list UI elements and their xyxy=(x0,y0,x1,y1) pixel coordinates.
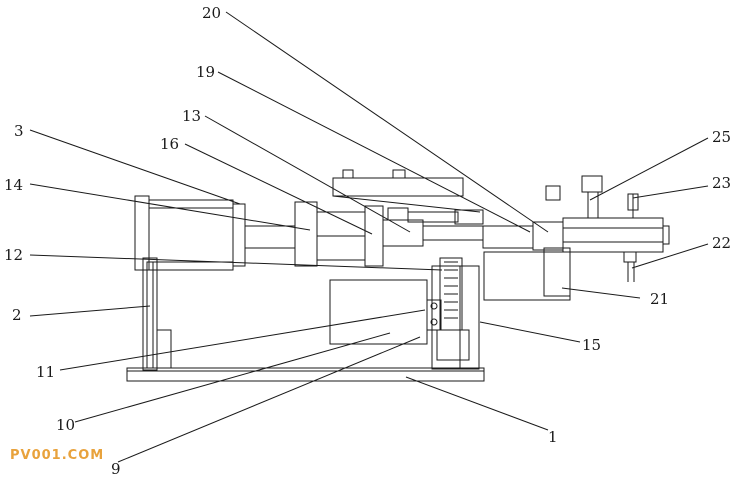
callout-25: 25 xyxy=(712,128,731,146)
leader-lines xyxy=(29,11,709,463)
motor-housing xyxy=(134,195,296,271)
top-bracket xyxy=(332,169,484,225)
callout-20: 20 xyxy=(202,4,221,22)
callout-11: 11 xyxy=(36,363,55,381)
lower-block xyxy=(329,279,428,345)
callout-16: 16 xyxy=(160,135,179,153)
watermark: PV001.COM xyxy=(10,448,105,463)
callout-19: 19 xyxy=(196,63,215,81)
callout-3: 3 xyxy=(14,122,24,140)
slide-arm xyxy=(482,217,670,253)
callout-2: 2 xyxy=(12,306,22,324)
callout-14: 14 xyxy=(4,176,23,194)
coupling xyxy=(294,201,484,267)
callout-9: 9 xyxy=(111,460,121,478)
callout-15: 15 xyxy=(582,336,601,354)
callout-22: 22 xyxy=(712,234,731,252)
top-fittings xyxy=(545,175,639,219)
callout-12: 12 xyxy=(4,246,23,264)
bottom-pin xyxy=(623,251,637,282)
base-frame xyxy=(126,257,485,382)
callout-13: 13 xyxy=(182,107,201,125)
lower-housing xyxy=(483,247,571,301)
callout-23: 23 xyxy=(712,174,731,192)
callout-10: 10 xyxy=(56,416,75,434)
callout-labels: 1 2 3 9 10 11 12 13 14 15 16 19 20 21 22… xyxy=(4,4,731,478)
callout-21: 21 xyxy=(650,290,669,308)
callout-1: 1 xyxy=(548,428,558,446)
